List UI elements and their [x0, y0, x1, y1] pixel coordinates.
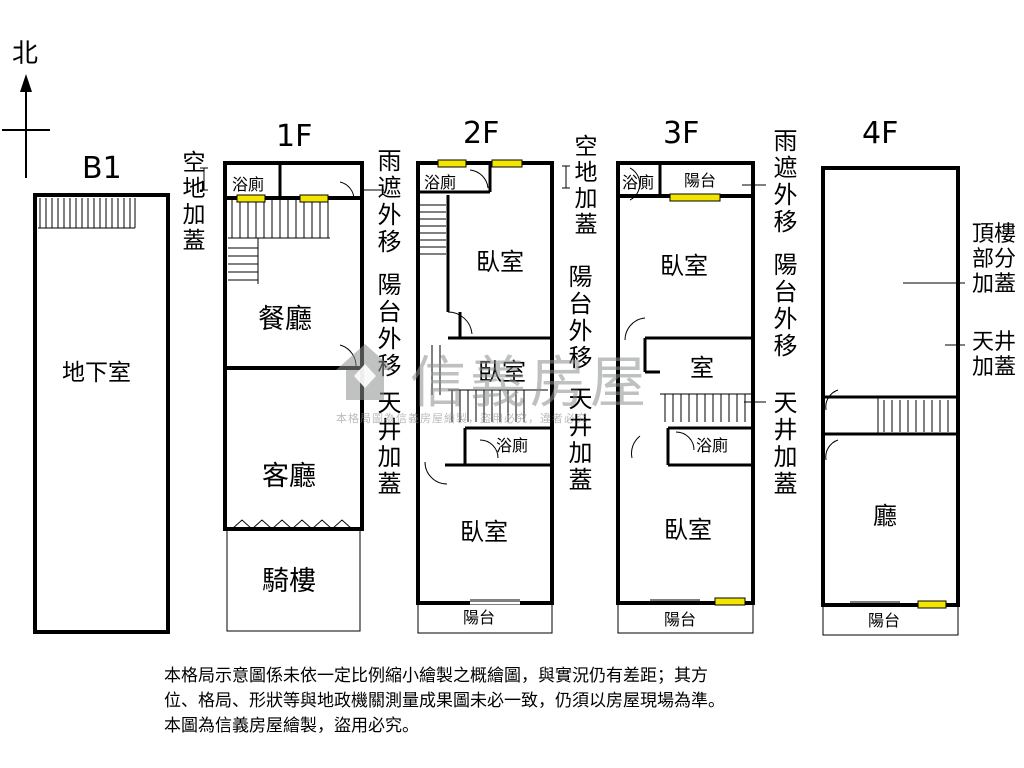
floor-label-4f: 4F: [862, 116, 898, 151]
2f-bedroom-mid-label: 臥室: [478, 358, 526, 386]
1f-living-label: 客廳: [262, 461, 316, 492]
1f-dining-label: 餐廳: [258, 304, 312, 335]
2f-bedroom-bottom-label: 臥室: [460, 518, 508, 546]
3f-room-mid-label: 室: [690, 354, 714, 382]
disclaimer: 本格局示意圖係未依一定比例縮小繪製之概繪圖，與實況仍有差距；其方 位、格局、形狀…: [164, 664, 884, 739]
2f-plan: [416, 161, 554, 634]
3f-annotation-right-a: 雨遮外移: [769, 128, 797, 236]
north-label: 北: [12, 39, 38, 69]
2f-annotation-left: 空地加蓋: [570, 134, 596, 238]
2f-bedroom-top-label: 臥室: [476, 248, 524, 276]
1f-bath-label: 浴廁: [232, 175, 264, 194]
1f-annotation-right-b: 陽台外移: [373, 272, 401, 380]
disclaimer-line-2: 位、格局、形狀等與地政機關測量成果圖未必一致，仍須以房屋現場為準。: [164, 691, 725, 711]
3f-annotation-right-c: 天井加蓋: [769, 390, 797, 498]
1f-windows: [236, 194, 329, 203]
4f-balcony-label: 陽台: [868, 611, 900, 630]
1f-plan: [223, 161, 364, 632]
2f-balcony-label: 陽台: [463, 608, 495, 627]
b1-plan: [33, 193, 170, 634]
3f-balcony-top-label: 陽台: [684, 171, 716, 190]
1f-arcade-label: 騎樓: [262, 566, 316, 597]
2f-annotation-right-b: 天井加蓋: [564, 386, 592, 494]
3f-balcony-label: 陽台: [664, 610, 696, 629]
3f-bath-top-label: 浴廁: [622, 173, 654, 192]
3f-windows: [669, 193, 746, 606]
disclaimer-line-1: 本格局示意圖係未依一定比例縮小繪製之概繪圖，與實況仍有差距；其方: [164, 666, 708, 686]
floor-label-2f: 2F: [463, 116, 499, 151]
3f-annotation-right-b: 陽台外移: [769, 252, 797, 360]
2f-bath-mid-label: 浴廁: [496, 436, 528, 455]
3f-bedroom-bottom-label: 臥室: [664, 516, 712, 544]
2f-windows: [437, 159, 523, 168]
4f-plan: [821, 166, 965, 636]
1f-annotation-right-c: 天井加蓋: [373, 390, 401, 498]
floor-label-1f: 1F: [276, 119, 312, 154]
1f-annotation-left: 空地加蓋: [178, 150, 204, 254]
3f-bedroom-top-label: 臥室: [660, 252, 708, 280]
floor-label-b1: B1: [82, 151, 122, 186]
annotation-leaders: [200, 165, 766, 403]
4f-hall-label: 廳: [873, 502, 897, 530]
disclaimer-line-3: 本圖為信義房屋繪製，盜用必究。: [164, 716, 419, 736]
floor-label-3f: 3F: [663, 116, 699, 151]
3f-plan: [616, 161, 755, 634]
b1-basement-label: 地下室: [62, 360, 131, 386]
4f-annotation-skylight: 天井加蓋: [972, 330, 1017, 380]
1f-annotation-right-a: 雨遮外移: [373, 148, 401, 256]
2f-annotation-right-a: 陽台外移: [564, 264, 592, 372]
3f-bath-mid-label: 浴廁: [696, 436, 728, 455]
2f-bath-top-label: 浴廁: [424, 173, 456, 192]
4f-annotation-roof: 頂樓部分加蓋: [972, 222, 1017, 297]
4f-windows: [917, 600, 947, 609]
north-arrow: [2, 74, 50, 178]
